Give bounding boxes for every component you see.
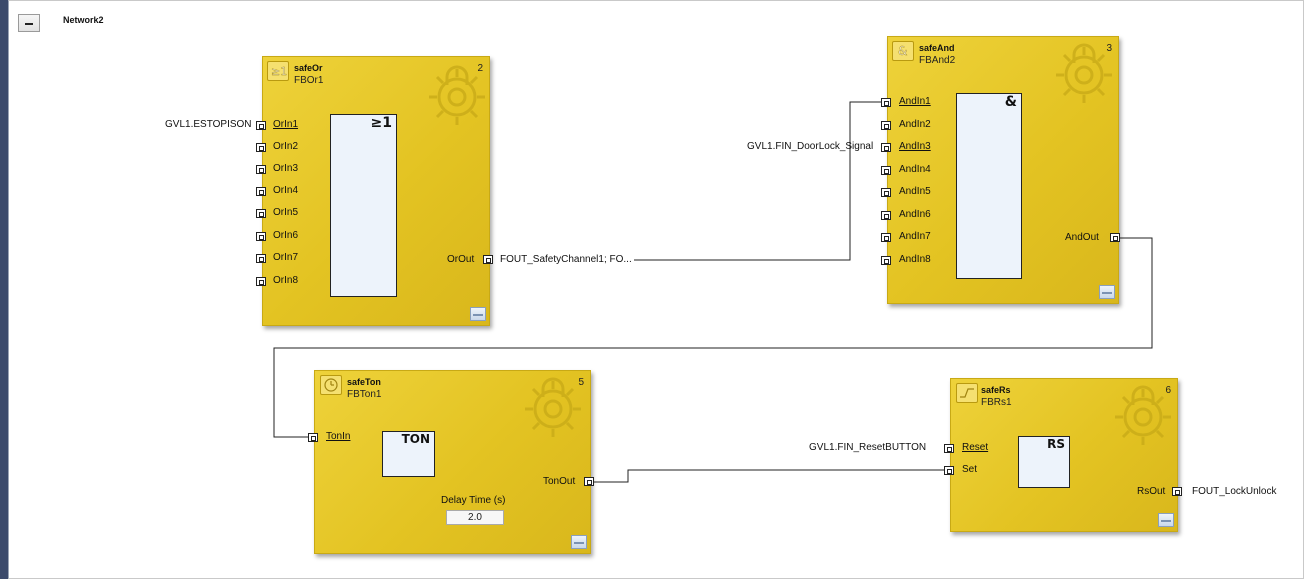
collapse-network-button[interactable] <box>18 14 40 32</box>
pin-andin5[interactable]: AndIn5 <box>899 186 931 197</box>
pin-orin4[interactable]: OrIn4 <box>273 185 299 196</box>
pin-reset[interactable]: Reset <box>962 442 989 453</box>
input-port[interactable] <box>881 166 891 175</box>
input-port[interactable] <box>881 121 891 130</box>
safety-gear-icon <box>525 377 581 437</box>
pin-tonout[interactable]: TonOut <box>543 476 576 487</box>
input-port[interactable] <box>881 98 891 107</box>
rs-symbol: RS <box>1047 437 1065 451</box>
input-port[interactable] <box>944 444 954 453</box>
pin-andin6[interactable]: AndIn6 <box>899 209 931 220</box>
pin-andin8[interactable]: AndIn8 <box>899 254 931 265</box>
input-port[interactable] <box>881 188 891 197</box>
input-port[interactable] <box>881 211 891 220</box>
pin-orin3[interactable]: OrIn3 <box>273 163 299 174</box>
pin-orin8[interactable]: OrIn8 <box>273 275 299 286</box>
pin-rsout[interactable]: RsOut <box>1137 486 1166 497</box>
block-type: safeTon <box>347 377 381 387</box>
output-port[interactable] <box>1110 233 1120 242</box>
pin-orout[interactable]: OrOut <box>447 254 475 265</box>
input-port[interactable] <box>256 277 266 286</box>
expand-block-button[interactable] <box>571 535 587 549</box>
editor-left-rail <box>0 0 8 579</box>
or-symbol: ≥1 <box>370 115 392 131</box>
safeor-block[interactable]: ≥1 safeOr FBOr1 2 ≥1 <box>262 56 490 326</box>
pin-orin6[interactable]: OrIn6 <box>273 230 299 241</box>
var-or-out[interactable]: FOUT_SafetyChannel1; FO... <box>500 254 632 265</box>
timer-icon <box>320 375 342 395</box>
pin-orin5[interactable]: OrIn5 <box>273 207 299 218</box>
and-gate-icon: & <box>892 41 914 61</box>
block-number: 5 <box>578 377 584 388</box>
or-gate-icon: ≥1 <box>267 61 289 81</box>
safeton-block[interactable]: safeTon FBTon1 5 TON Delay Time (s) 2.0 <box>314 370 591 554</box>
safeand-block[interactable]: & safeAnd FBAnd2 3 & <box>887 36 1119 304</box>
block-instance-name: FBTon1 <box>347 389 382 400</box>
svg-text:&: & <box>898 44 907 58</box>
ton-function-box: TON <box>382 431 435 477</box>
block-number: 6 <box>1165 385 1171 396</box>
block-type: safeOr <box>294 63 323 73</box>
input-port[interactable] <box>256 209 266 218</box>
block-instance-name: FBOr1 <box>294 75 324 86</box>
pin-andout[interactable]: AndOut <box>1065 232 1099 243</box>
pin-andin3[interactable]: AndIn3 <box>899 141 931 152</box>
block-number: 2 <box>477 63 483 74</box>
pin-andin2[interactable]: AndIn2 <box>899 119 931 130</box>
output-port[interactable] <box>1172 487 1182 496</box>
and-symbol: & <box>1004 94 1017 110</box>
safety-gear-icon <box>429 65 485 125</box>
block-type: safeAnd <box>919 43 955 53</box>
input-port[interactable] <box>256 121 266 130</box>
var-and-in3[interactable]: GVL1.FIN_DoorLock_Signal <box>747 141 874 152</box>
pin-andin7[interactable]: AndIn7 <box>899 231 931 242</box>
pin-set[interactable]: Set <box>962 464 978 475</box>
input-port[interactable] <box>881 143 891 152</box>
input-port[interactable] <box>881 233 891 242</box>
pin-orin2[interactable]: OrIn2 <box>273 141 299 152</box>
minus-icon <box>25 23 33 25</box>
var-or-in1[interactable]: GVL1.ESTOPISON <box>165 119 252 130</box>
input-port[interactable] <box>881 256 891 265</box>
block-type: safeRs <box>981 385 1011 395</box>
var-rs-reset[interactable]: GVL1.FIN_ResetBUTTON <box>809 442 927 453</box>
input-port[interactable] <box>256 232 266 241</box>
input-port[interactable] <box>256 165 266 174</box>
pin-orin1[interactable]: OrIn1 <box>273 119 299 130</box>
block-instance-name: FBRs1 <box>981 397 1012 408</box>
wire-andout-tonin <box>273 237 1153 438</box>
delay-time-input[interactable]: 2.0 <box>446 510 504 525</box>
safety-gear-icon <box>1056 43 1112 103</box>
pin-tonin[interactable]: TonIn <box>326 431 351 442</box>
input-port[interactable] <box>256 143 266 152</box>
input-port[interactable] <box>256 187 266 196</box>
wire-tonout-set <box>594 469 945 483</box>
output-port[interactable] <box>584 477 594 486</box>
input-port[interactable] <box>944 466 954 475</box>
expand-block-button[interactable] <box>470 307 486 321</box>
input-port[interactable] <box>256 254 266 263</box>
flipflop-icon <box>956 383 978 403</box>
ton-symbol: TON <box>401 432 430 446</box>
block-number: 3 <box>1106 43 1112 54</box>
wire-orout-andin1 <box>634 101 882 261</box>
or-function-box: ≥1 <box>330 114 397 297</box>
safers-block[interactable]: safeRs FBRs1 6 RS <box>950 378 1178 532</box>
expand-block-button[interactable] <box>1158 513 1174 527</box>
output-port[interactable] <box>483 255 493 264</box>
delay-time-label: Delay Time (s) <box>441 495 506 506</box>
pin-orin7[interactable]: OrIn7 <box>273 252 299 263</box>
var-rs-out[interactable]: FOUT_LockUnlock <box>1192 486 1277 497</box>
block-instance-name: FBAnd2 <box>919 55 956 66</box>
pin-andin4[interactable]: AndIn4 <box>899 164 931 175</box>
expand-block-button[interactable] <box>1099 285 1115 299</box>
svg-text:≥1: ≥1 <box>271 65 287 78</box>
rs-function-box: RS <box>1018 436 1070 488</box>
network-title: Network2 <box>63 15 104 25</box>
and-function-box: & <box>956 93 1022 279</box>
safety-gear-icon <box>1115 385 1171 445</box>
input-port[interactable] <box>308 433 318 442</box>
pin-andin1[interactable]: AndIn1 <box>899 96 931 107</box>
